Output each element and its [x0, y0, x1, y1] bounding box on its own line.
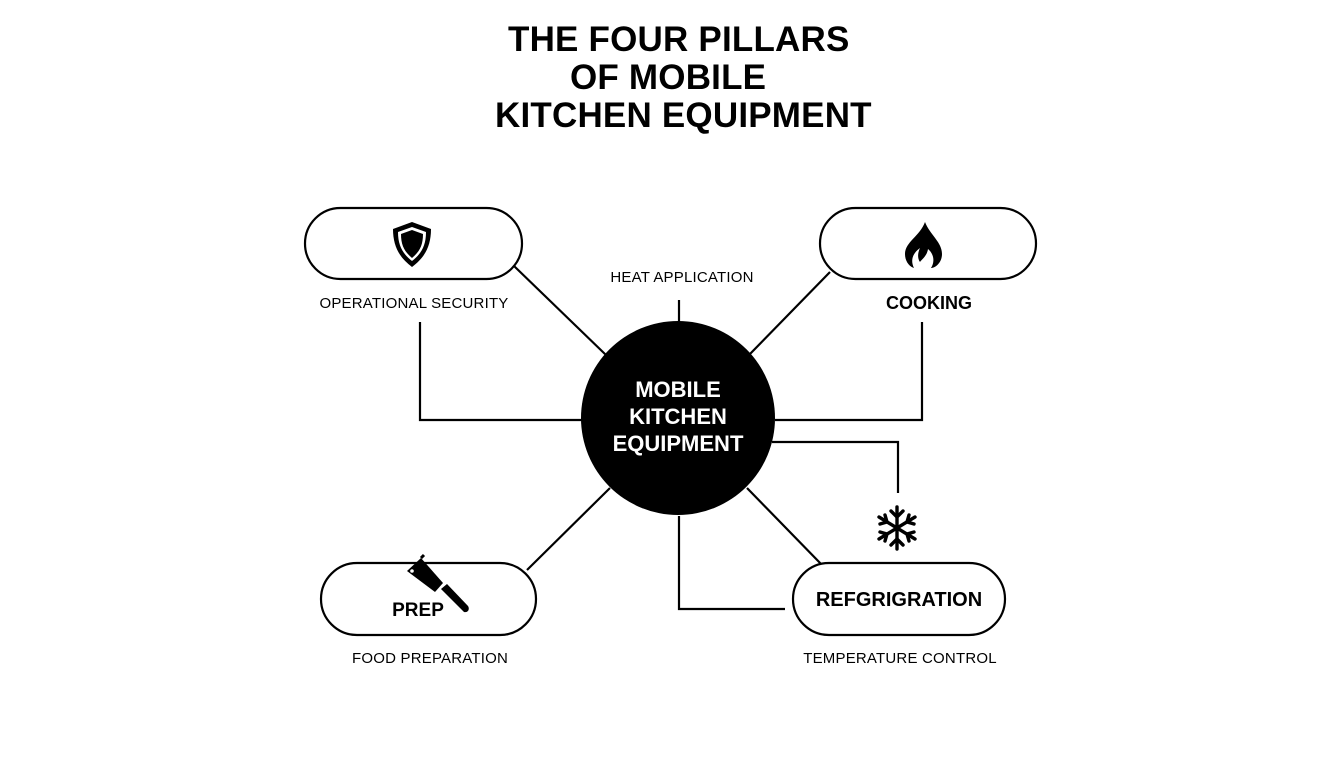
- hub-label-line-3: EQUIPMENT: [612, 431, 744, 456]
- food-preparation-caption: FOOD PREPARATION: [352, 650, 508, 667]
- connector-refrigeration-elbow: [677, 516, 785, 611]
- hub-label-line-2: KITCHEN: [629, 404, 727, 429]
- connector-refrigeration: [746, 487, 824, 567]
- hub-label: MOBILE KITCHEN EQUIPMENT: [578, 376, 778, 457]
- hub-circle: [581, 321, 775, 515]
- connector-prep: [526, 487, 611, 571]
- diagram-title-line-2: OF MOBILE: [570, 58, 767, 97]
- prep-label: PREP: [392, 600, 444, 621]
- connector-security: [513, 265, 607, 356]
- shield-icon: [393, 222, 431, 267]
- diagram-title-line-3: KITCHEN EQUIPMENT: [495, 96, 872, 135]
- heat-application-caption: HEAT APPLICATION: [610, 269, 754, 286]
- refrigeration-label: REFGRIGRATION: [815, 589, 983, 611]
- flame-icon: [905, 222, 942, 268]
- hub-label-line-1: MOBILE: [635, 377, 721, 402]
- connector-snowflake-elbow: [772, 440, 900, 493]
- pill-refrigeration: [791, 561, 1007, 637]
- knife-icon: [407, 553, 469, 613]
- connector-cooking: [748, 271, 831, 356]
- diagram-title-line-1: THE FOUR PILLARS: [508, 20, 850, 59]
- temperature-control-caption: TEMPERATURE CONTROL: [803, 650, 997, 667]
- operational-security-caption: OPERATIONAL SECURITY: [319, 295, 509, 312]
- pill-prep: [319, 561, 538, 637]
- connector-cooking-elbow: [775, 322, 924, 422]
- cooking-label: COOKING: [885, 293, 973, 313]
- snowflake-icon: [877, 505, 917, 551]
- connector-security-elbow: [418, 322, 582, 422]
